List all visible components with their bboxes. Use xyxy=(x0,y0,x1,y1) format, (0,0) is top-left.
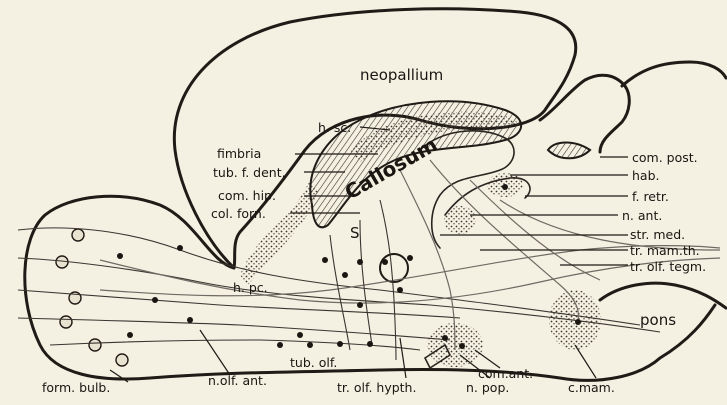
label-n-olf-ant: n.olf. ant. xyxy=(208,373,267,388)
label-col-forn: col. forn. xyxy=(211,206,266,221)
label-f-retr: f. retr. xyxy=(632,189,669,204)
label-tub-f-dent: tub. f. dent. xyxy=(213,165,286,180)
label-n-ant: n. ant. xyxy=(622,208,662,223)
olfactory-base-outline xyxy=(25,196,715,380)
label-form-bulb: form. bulb. xyxy=(42,380,110,395)
label-h-pc: h. pc. xyxy=(233,280,268,295)
com-post-hatch xyxy=(548,143,590,159)
label-h-sc: h. sc. xyxy=(318,120,351,135)
cerebellum-outline xyxy=(622,62,726,86)
label-pons: pons xyxy=(640,311,676,329)
label-com-ant: com.ant. xyxy=(478,366,533,381)
label-tr-olf-hypth: tr. olf. hypth. xyxy=(337,380,416,395)
label-s: S xyxy=(350,224,360,242)
label-str-med: str. med. xyxy=(630,227,685,242)
pons-outline xyxy=(600,283,726,308)
cell-bodies xyxy=(117,184,581,349)
label-n-pop: n. pop. xyxy=(466,380,509,395)
n-ant-stipple xyxy=(444,206,476,234)
label-tr-mam-th: tr. mam.th. xyxy=(630,243,700,258)
label-neopallium: neopallium xyxy=(360,66,443,84)
label-tr-olf-tegm: tr. olf. tegm. xyxy=(630,259,706,274)
label-com-hip: com. hip. xyxy=(218,188,276,203)
label-hab: hab. xyxy=(632,168,660,183)
thalamic-nucleus-circle xyxy=(380,254,408,282)
label-com-post: com. post. xyxy=(632,150,698,165)
label-fimbria: fimbria xyxy=(217,146,261,161)
midbrain-outline xyxy=(540,75,629,152)
label-tub-olf: tub. olf. xyxy=(290,355,337,370)
label-c-mam: c.mam. xyxy=(568,380,615,395)
